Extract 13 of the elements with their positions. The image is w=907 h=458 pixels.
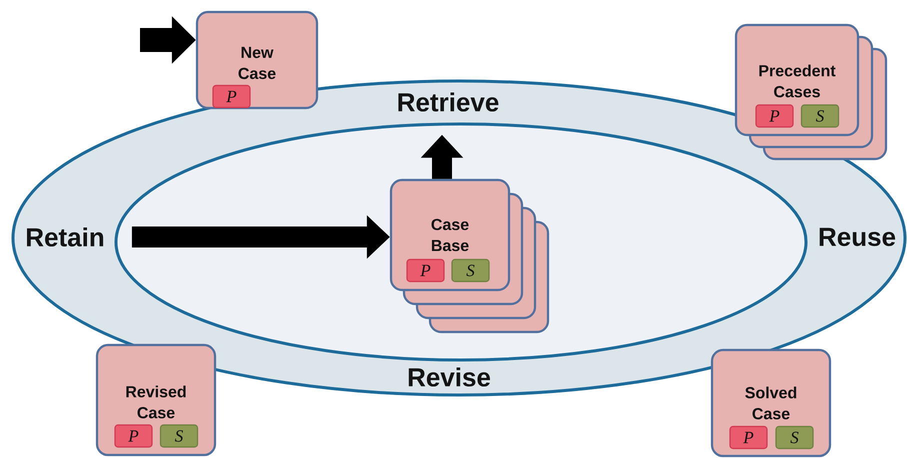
phase-label: Revise [408, 367, 490, 387]
letter-tag: P [406, 258, 445, 282]
letter-tag: S [775, 426, 814, 450]
letter-tag: P [755, 104, 794, 128]
phase-label: Reuse [820, 228, 896, 246]
phase-label: Retrieve [398, 92, 498, 112]
letter-tag: P [114, 424, 153, 448]
letter-tag: S [451, 258, 490, 282]
letter-tag: P [212, 84, 251, 108]
letter-tag: P [729, 426, 768, 450]
phase-label: Retain [27, 227, 104, 247]
letter-tag: S [160, 424, 198, 448]
letter-tag: S [800, 104, 840, 128]
